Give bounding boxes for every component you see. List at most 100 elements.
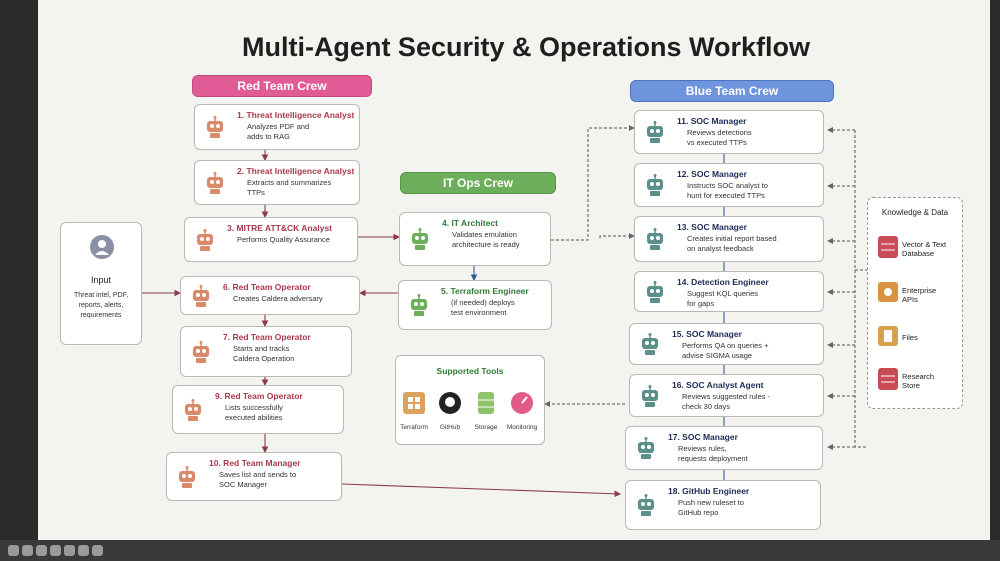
- supported-tools-panel: Supported Tools Terraform GitHub Storage…: [395, 355, 545, 445]
- node-title: 14. Detection Engineer: [677, 277, 769, 287]
- user-icon: [90, 235, 114, 259]
- search-icon[interactable]: [22, 545, 33, 556]
- tool-label: Storage: [474, 424, 498, 431]
- robot-icon: [647, 280, 663, 303]
- node-description: Push new ruleset to GitHub repo: [678, 498, 744, 517]
- input-label: Input: [90, 275, 112, 285]
- knowledge-item-label: Enterprise APIs: [902, 286, 937, 304]
- robot-icon: [207, 116, 223, 138]
- node-title: 11. SOC Manager: [677, 116, 747, 126]
- node-description: Analyzes PDF and adds to RAG: [247, 122, 310, 141]
- robot-icon: [647, 228, 663, 250]
- node-title: 12. SOC Manager: [677, 169, 747, 179]
- node-description: Extracts and summarizes TTPs: [247, 178, 332, 197]
- node-title: 16. SOC Analyst Agent: [672, 380, 764, 390]
- storage-icon: [478, 392, 494, 414]
- node-title: 3. MITRE ATT&CK Analyst: [227, 223, 332, 233]
- robot-icon: [642, 333, 658, 355]
- node-description: Reviews detections vs executed TTPs: [687, 128, 752, 147]
- monitoring-icon: [511, 392, 533, 414]
- node-description: Creates Caldera adversary: [233, 294, 323, 303]
- page-title: Multi-Agent Security & Operations Workfl…: [241, 32, 811, 62]
- node-description: Lists successfully executed abilities: [225, 403, 283, 422]
- menu-icon[interactable]: [78, 545, 89, 556]
- node-description: Reviews suggested rules - check 30 days: [682, 392, 770, 411]
- zoom-icon[interactable]: [8, 545, 19, 556]
- node-description: Creates initial report based on analyst …: [687, 234, 777, 253]
- node-description: Performs QA on queries + advise SIGMA us…: [682, 341, 769, 360]
- camera-icon[interactable]: [64, 545, 75, 556]
- node-title: 13. SOC Manager: [677, 222, 747, 232]
- knowledge-item-label: Research Store: [902, 372, 935, 390]
- node-title: 4. IT Architect: [442, 218, 498, 228]
- robot-icon: [647, 121, 663, 143]
- node-description: Suggest KQL queries for gaps: [687, 289, 759, 308]
- robot-icon: [647, 174, 663, 196]
- robot-icon: [179, 465, 195, 488]
- caption-icon[interactable]: [36, 545, 47, 556]
- node-description: Reviews rules, requests deployment: [678, 444, 748, 463]
- node-title: 1. Threat Intelligence Analyst: [237, 110, 355, 120]
- robot-icon: [193, 284, 209, 307]
- node-title: 9. Red Team Operator: [215, 391, 303, 401]
- supported-tools-heading: Supported Tools: [436, 366, 504, 376]
- blue-team-header: Blue Team Crew: [630, 80, 834, 102]
- files-icon: [878, 326, 898, 346]
- next-icon[interactable]: [92, 545, 103, 556]
- robot-icon: [185, 398, 201, 421]
- tool-label: GitHub: [439, 424, 461, 431]
- tool-label: Monitoring: [506, 424, 538, 431]
- tool-label: Terraform: [400, 424, 428, 431]
- research-store-icon: [878, 368, 898, 390]
- robot-icon: [207, 171, 223, 194]
- node-title: 10. Red Team Manager: [209, 458, 301, 468]
- database-icon: [878, 236, 898, 258]
- node-title: 7. Red Team Operator: [223, 332, 311, 342]
- robot-icon: [412, 228, 428, 250]
- api-icon: [878, 282, 898, 302]
- node-description: Instructs SOC analyst to hunt for execut…: [687, 181, 768, 200]
- node-description: Starts and tracks Caldera Operation: [233, 344, 295, 363]
- robot-icon: [193, 340, 209, 363]
- node-title: 17. SOC Manager: [668, 432, 738, 442]
- terraform-icon: [403, 392, 425, 414]
- knowledge-data-panel: Knowledge & Data Vector & Text Database …: [867, 197, 963, 409]
- robot-icon: [638, 494, 654, 516]
- node-description: Validates emulation architecture is read…: [452, 230, 520, 249]
- knowledge-heading: Knowledge & Data: [881, 208, 949, 217]
- view-icon[interactable]: [50, 545, 61, 556]
- it-ops-header: IT Ops Crew: [400, 172, 556, 194]
- node-title: 6. Red Team Operator: [223, 282, 311, 292]
- bottom-toolbar: [0, 540, 1000, 561]
- knowledge-item-label: Vector & Text Database: [902, 240, 947, 258]
- robot-icon: [197, 228, 213, 251]
- node-description: Saves list and sends to SOC Manager: [219, 470, 297, 489]
- node-description: Performs Quality Assurance: [237, 235, 330, 244]
- node-title: 2. Threat Intelligence Analyst: [237, 166, 355, 176]
- input-card: Input Threat intel, PDF, reports, alerts…: [60, 222, 142, 345]
- github-icon: [439, 392, 461, 414]
- node-title: 5. Terraform Engineer: [441, 286, 529, 296]
- it-node-2: 5. Terraform Engineer (if needed) deploys…: [398, 280, 552, 330]
- robot-icon: [638, 437, 654, 459]
- node-description: (if needed) deploys test environment: [451, 298, 515, 317]
- node-title: 15. SOC Manager: [672, 329, 742, 339]
- robot-icon: [642, 384, 658, 407]
- red-team-header: Red Team Crew: [192, 75, 372, 97]
